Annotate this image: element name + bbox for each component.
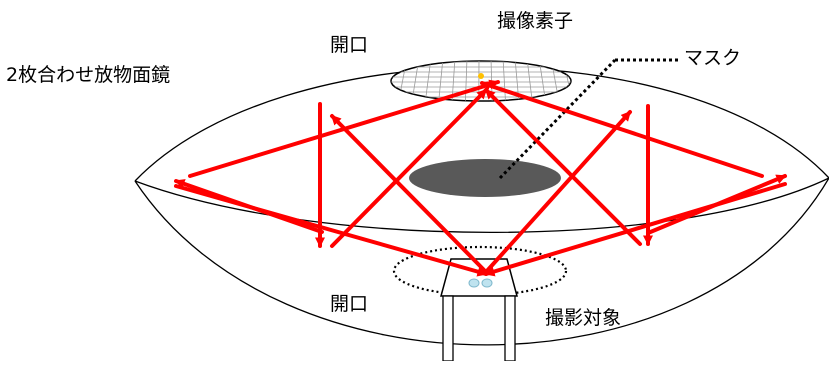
holder-leg-right — [505, 296, 515, 361]
subject-object-left — [469, 279, 479, 287]
subject-holder — [441, 259, 517, 361]
light-ray-11 — [176, 186, 486, 274]
subject-object-right — [482, 279, 492, 287]
mask-disk — [409, 159, 561, 197]
top-aperture-label: 開口 — [330, 36, 368, 55]
image-sensor-label: 撮像素子 — [497, 12, 573, 31]
bottom-aperture-label: 開口 — [330, 295, 368, 314]
sensor-focal-point — [478, 73, 484, 79]
subject-label: 撮影対象 — [545, 309, 621, 328]
light-ray-12 — [486, 184, 785, 274]
holder-leg-left — [443, 296, 453, 361]
mask-label: マスク — [684, 49, 741, 68]
mirror-title-label: 2枚合わせ放物面鏡 — [6, 66, 170, 85]
